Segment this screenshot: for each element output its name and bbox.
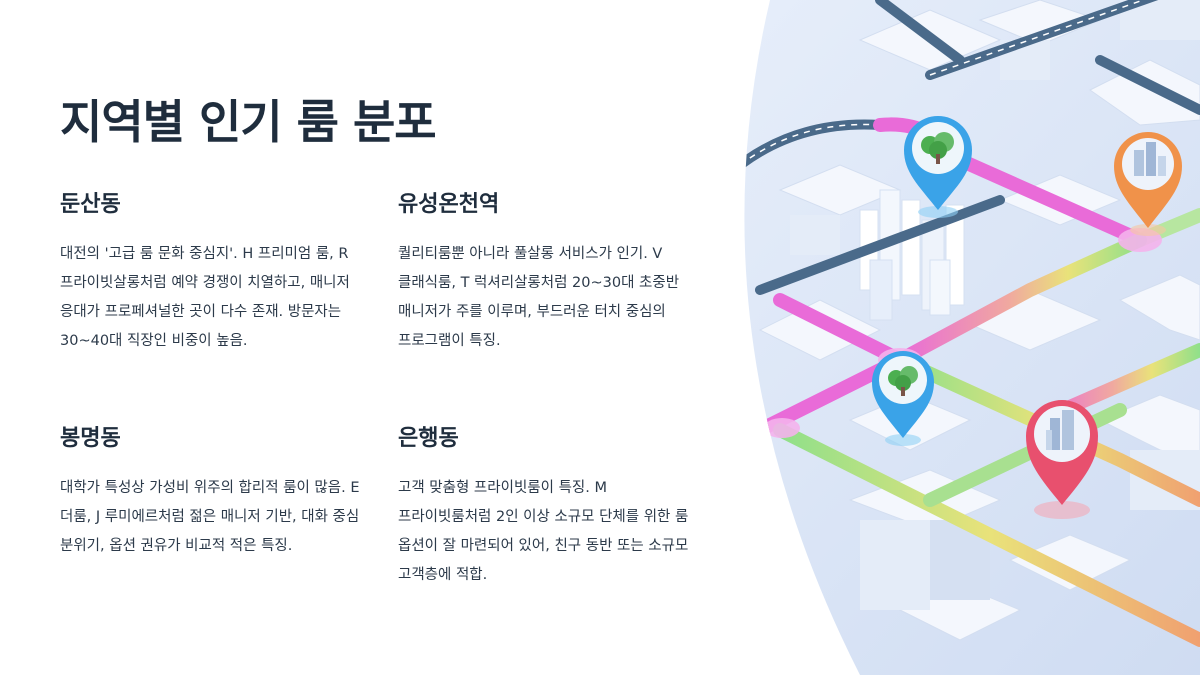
- section-heading: 봉명동: [60, 426, 121, 451]
- tree-pin-icon: [872, 351, 934, 446]
- section-eunhaeng: 은행동 고객 맞춤형 프라이빗룸이 특징. M 프라이빗룸처럼 2인 이상 소규…: [398, 420, 698, 590]
- section-heading: 은행동: [398, 426, 459, 451]
- building-pin-icon: [1114, 132, 1182, 236]
- section-body: 고객 맞춤형 프라이빗룸이 특징. M 프라이빗룸처럼 2인 이상 소규모 단체…: [398, 480, 689, 583]
- section-body: 대학가 특성상 가성비 위주의 합리적 룸이 많음. E 더룸, J 루미에르처…: [60, 480, 360, 554]
- tree-pin-icon: [904, 116, 972, 218]
- section-body: 대전의 '고급 룸 문화 중심지'. H 프리미엄 룸, R 프라이빗살롱처럼 …: [60, 246, 350, 349]
- section-body: 퀄리티룸뿐 아니라 풀살롱 서비스가 인기. V 클래식룸, T 럭셔리살롱처럼…: [398, 246, 680, 349]
- page-title: 지역별 인기 룸 분포: [60, 95, 437, 149]
- tower-pin-icon: [1026, 400, 1098, 519]
- section-dunsan: 둔산동 대전의 '고급 룸 문화 중심지'. H 프리미엄 룸, R 프라이빗살…: [60, 186, 360, 356]
- section-heading: 둔산동: [60, 192, 121, 217]
- section-yuseong: 유성온천역 퀄리티룸뿐 아니라 풀살롱 서비스가 인기. V 클래식룸, T 럭…: [398, 186, 698, 356]
- section-bongmyeong: 봉명동 대학가 특성상 가성비 위주의 합리적 룸이 많음. E 더룸, J 루…: [60, 420, 360, 561]
- section-heading: 유성온천역: [398, 192, 500, 217]
